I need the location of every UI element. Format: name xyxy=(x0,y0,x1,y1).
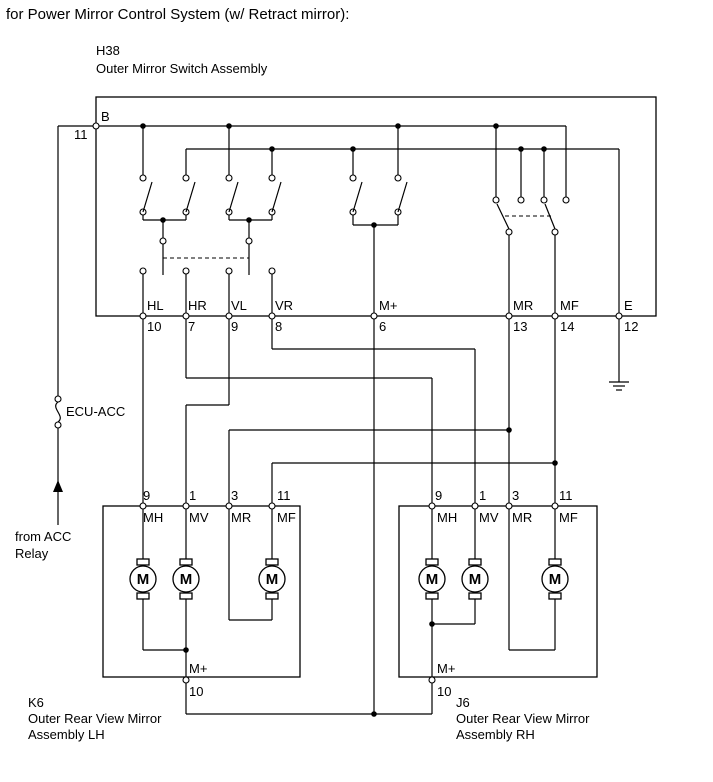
rh-pin-mr-label: MR xyxy=(512,510,532,525)
lh-pin-mr-label: MR xyxy=(231,510,251,525)
pin-vr-number: 8 xyxy=(275,319,282,334)
pin-hl-label: HL xyxy=(147,298,164,313)
lh-pin-mr-number: 3 xyxy=(231,488,238,503)
ground-symbol xyxy=(609,319,629,391)
lh-pin-mf-label: MF xyxy=(277,510,296,525)
lh-pin-mv-label: MV xyxy=(189,510,209,525)
harness-wires xyxy=(142,319,558,717)
switch-pins: HL HR VL VR M+ MR MF E 10 7 9 8 6 13 14 … xyxy=(139,298,638,334)
pin-mr-number: 13 xyxy=(513,319,527,334)
rh-motor-mh: M xyxy=(418,558,446,600)
lh-common-label: M+ xyxy=(189,661,207,676)
svg-text:M: M xyxy=(549,571,562,588)
lh-pin-mh-label: MH xyxy=(143,510,163,525)
pin-hl-number: 10 xyxy=(147,319,161,334)
rh-pin-mh-number: 9 xyxy=(435,488,442,503)
rh-pin-mf-number: 11 xyxy=(559,488,573,503)
pin-mr-label: MR xyxy=(513,298,533,313)
svg-text:M: M xyxy=(180,571,193,588)
rh-common-label: M+ xyxy=(437,661,455,676)
lh-motor-mv: M xyxy=(172,558,200,600)
rh-pin-mv-number: 1 xyxy=(479,488,486,503)
switch-code: H38 xyxy=(96,43,120,58)
pin-hr-number: 7 xyxy=(188,319,195,334)
pin-e-label: E xyxy=(624,298,633,313)
rh-code: J6 xyxy=(456,695,470,710)
diagram-title: for Power Mirror Control System (w/ Retr… xyxy=(6,6,349,23)
rh-pin-mv-label: MV xyxy=(479,510,499,525)
mplus-switch-contacts xyxy=(349,174,408,316)
pin-b-terminal xyxy=(92,122,100,130)
lh-name-line1: Outer Rear View Mirror xyxy=(28,711,162,726)
lh-pin-mh-number: 9 xyxy=(143,488,150,503)
mirror-lh-assembly xyxy=(102,502,301,684)
lh-pin-mf-number: 11 xyxy=(277,488,291,503)
lh-code: K6 xyxy=(28,695,44,710)
source-line2: Relay xyxy=(15,546,49,561)
lh-motor-mh: M xyxy=(129,558,157,600)
pin-vl-label: VL xyxy=(231,298,247,313)
pin-mf-number: 14 xyxy=(560,319,574,334)
rh-common-number: 10 xyxy=(437,684,451,699)
switch-assembly-box xyxy=(95,96,657,317)
rh-motor-retract: M xyxy=(541,558,569,600)
fuse-label: ECU-ACC xyxy=(66,404,125,419)
adjust-switch-contacts xyxy=(139,174,282,316)
switch-internal-bus xyxy=(96,123,620,316)
pin-e-number: 12 xyxy=(624,319,638,334)
lh-motor-retract: M xyxy=(258,558,286,600)
rh-pin-mf-label: MF xyxy=(559,510,578,525)
pin-vr-label: VR xyxy=(275,298,293,313)
mirror-rh-assembly xyxy=(398,502,598,684)
pin-mplus-number: 6 xyxy=(379,319,386,334)
lh-common-number: 10 xyxy=(189,684,203,699)
pin-b-label: B xyxy=(101,109,110,124)
lh-name-line2: Assembly LH xyxy=(28,727,105,742)
pin-mplus-label: M+ xyxy=(379,298,397,313)
svg-text:M: M xyxy=(266,571,279,588)
switch-name: Outer Mirror Switch Assembly xyxy=(96,61,268,76)
rh-name-line2: Assembly RH xyxy=(456,727,535,742)
svg-text:M: M xyxy=(137,571,150,588)
lh-pin-mv-number: 1 xyxy=(189,488,196,503)
rh-pin-mh-label: MH xyxy=(437,510,457,525)
source-line1: from ACC xyxy=(15,529,71,544)
pin-vl-number: 9 xyxy=(231,319,238,334)
svg-text:M: M xyxy=(426,571,439,588)
pin-b-number: 11 xyxy=(74,127,88,142)
svg-text:M: M xyxy=(469,571,482,588)
pin-mf-label: MF xyxy=(560,298,579,313)
rh-name-line1: Outer Rear View Mirror xyxy=(456,711,590,726)
rh-pin-mr-number: 3 xyxy=(512,488,519,503)
supply-line xyxy=(53,125,96,525)
pin-hr-label: HR xyxy=(188,298,207,313)
rh-motor-mv: M xyxy=(461,558,489,600)
retract-switch-contacts xyxy=(492,196,570,316)
